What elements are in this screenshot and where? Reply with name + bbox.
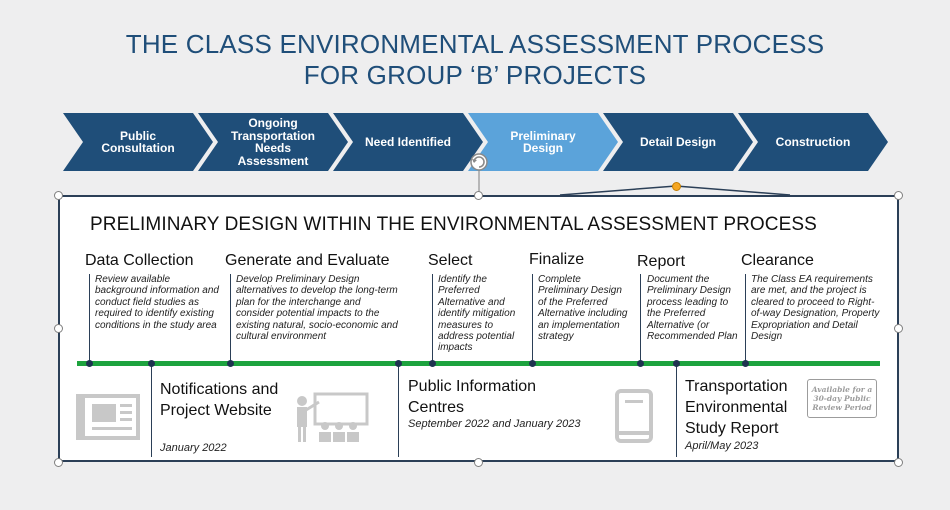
connector-generate-evaluate bbox=[230, 274, 231, 366]
step-label-4: Detail Design bbox=[639, 134, 717, 149]
presentation-icon bbox=[297, 392, 369, 442]
step-label-2: Need Identified bbox=[364, 134, 451, 149]
step-label-0: Public Consultation bbox=[101, 128, 175, 155]
timeline-dot bbox=[529, 360, 536, 367]
event-notifications: Notifications and Project Website bbox=[160, 381, 279, 419]
detail-frame bbox=[58, 195, 899, 462]
resize-handle-middle-right[interactable] bbox=[894, 324, 903, 333]
step-chevron-5 bbox=[738, 113, 888, 171]
phase-report: Report bbox=[637, 253, 686, 270]
phase-select: Select bbox=[428, 252, 473, 269]
resize-handle-bottom-left[interactable] bbox=[54, 458, 63, 467]
phase-clearance-desc: The Class EA requirements are met, and t… bbox=[751, 274, 880, 343]
step-chevron-3 bbox=[468, 113, 618, 171]
newspaper-icon bbox=[76, 394, 140, 440]
event-tesr-date: April/May 2023 bbox=[685, 440, 759, 452]
main-title-line-2: FOR GROUP ‘B’ PROJECTS bbox=[303, 60, 647, 90]
main-title-line-1: THE CLASS ENVIRONMENTAL ASSESSMENT PROCE… bbox=[125, 29, 825, 59]
timeline-dot bbox=[148, 360, 155, 367]
connector-tesr bbox=[676, 363, 677, 457]
step-chevron-2 bbox=[333, 113, 483, 171]
timeline-dot bbox=[742, 360, 749, 367]
timeline-dot bbox=[86, 360, 93, 367]
timeline-dot bbox=[227, 360, 234, 367]
connector-notifications bbox=[151, 363, 152, 457]
resize-handle-middle-left[interactable] bbox=[54, 324, 63, 333]
phase-generate-evaluate-desc: Develop Preliminary Design alternatives … bbox=[236, 274, 398, 343]
timeline-bar bbox=[77, 361, 880, 366]
phase-finalize: Finalize bbox=[529, 251, 585, 268]
resize-handle-top-left[interactable] bbox=[54, 191, 63, 200]
resize-handle-bottom-middle[interactable] bbox=[474, 458, 483, 467]
callout-pointer-left bbox=[559, 185, 677, 196]
phase-select-desc: Identify the Preferred Alternative and i… bbox=[438, 274, 516, 354]
phase-finalize-desc: Complete Preliminary Design of the Prefe… bbox=[538, 274, 628, 343]
connector-report bbox=[640, 274, 641, 366]
connector-finalize bbox=[532, 274, 533, 366]
timeline-dot bbox=[395, 360, 402, 367]
event-tesr: Transportation Environmental Study Repor… bbox=[685, 378, 788, 437]
event-notifications-date: January 2022 bbox=[160, 442, 227, 454]
step-chevron-4 bbox=[603, 113, 753, 171]
connector-pic bbox=[398, 363, 399, 457]
book-icon bbox=[615, 389, 653, 443]
section-title: PRELIMINARY DESIGN WITHIN THE ENVIRONMEN… bbox=[90, 214, 817, 235]
phase-report-desc: Document the Preliminary Design process … bbox=[647, 274, 738, 343]
step-label-5: Construction bbox=[775, 134, 851, 149]
event-pic: Public Information Centres bbox=[408, 378, 537, 416]
step-label-1: Ongoing Transportation Needs Assessment bbox=[230, 116, 315, 168]
resize-handle-top-middle[interactable] bbox=[474, 191, 483, 200]
phase-generate-evaluate: Generate and Evaluate bbox=[225, 252, 390, 269]
timeline-dot bbox=[673, 360, 680, 367]
callout-pointer-right bbox=[675, 185, 791, 196]
step-label-3: Preliminary Design bbox=[510, 128, 576, 155]
connector-select bbox=[432, 274, 433, 366]
phase-data-collection-desc: Review available background information … bbox=[95, 274, 219, 331]
phase-data-collection: Data Collection bbox=[85, 252, 194, 269]
step-chevron-1 bbox=[198, 113, 348, 171]
event-pic-date: September 2022 and January 2023 bbox=[408, 418, 581, 430]
review-period-stamp: Available for a 30-day Public Review Per… bbox=[807, 379, 877, 418]
rotate-handle-icon[interactable] bbox=[470, 153, 488, 171]
resize-handle-bottom-right[interactable] bbox=[894, 458, 903, 467]
timeline-dot bbox=[429, 360, 436, 367]
connector-data-collection bbox=[89, 274, 90, 366]
process-steps bbox=[63, 113, 888, 196]
adjust-handle[interactable] bbox=[672, 182, 681, 191]
resize-handle-top-right[interactable] bbox=[894, 191, 903, 200]
connector-clearance bbox=[745, 274, 746, 366]
step-chevron-0 bbox=[63, 113, 213, 171]
timeline-dot bbox=[637, 360, 644, 367]
phase-clearance: Clearance bbox=[741, 252, 814, 269]
